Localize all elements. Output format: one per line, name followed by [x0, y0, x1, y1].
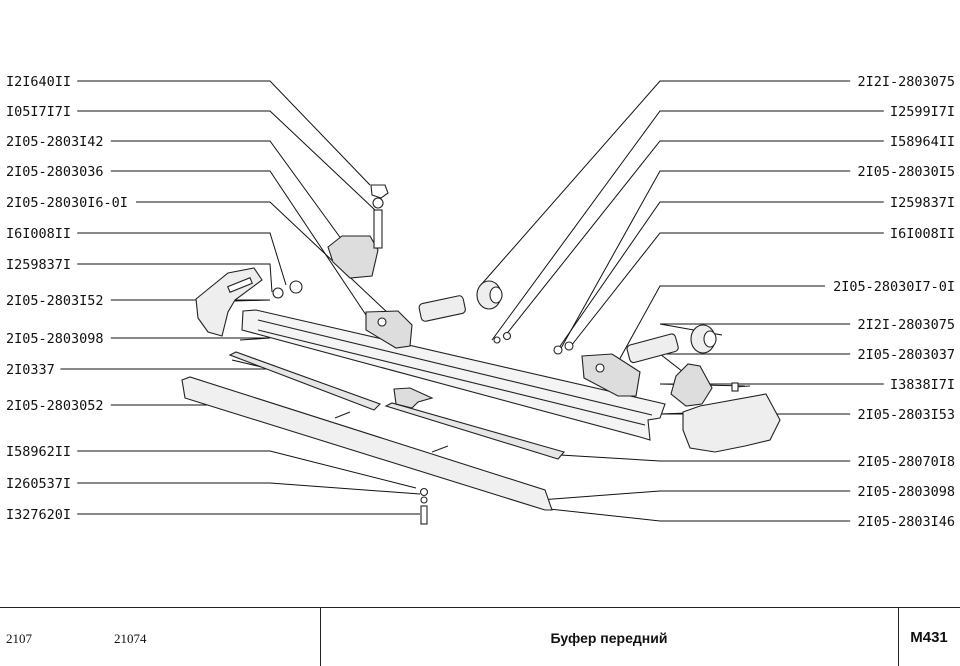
- washer: [372, 197, 384, 209]
- right-end-cap: [682, 393, 781, 453]
- right-rubber-bush-inner: [703, 330, 717, 348]
- callout-label-right: I6I008II: [890, 226, 955, 242]
- left-rubber-bush-inner: [489, 286, 503, 304]
- right-side-bracket: [670, 363, 713, 407]
- callout-label-left: 2I05-2803052: [6, 398, 104, 414]
- callout-label-right: 2I05-28030I7-0I: [833, 279, 955, 295]
- leader-line-left: [110, 140, 343, 241]
- callout-label-left: I327620I: [6, 507, 71, 523]
- bumper-beam-edge-lower: [257, 329, 646, 426]
- left-support-tube: [418, 295, 466, 322]
- diagram-title: Буфер передний: [550, 630, 668, 646]
- leader-line-left: [77, 110, 376, 211]
- leader-line-right: [659, 383, 884, 387]
- bottom-bolt: [420, 505, 428, 525]
- bumper-beam-edge: [257, 319, 653, 416]
- leader-line-right: [559, 170, 851, 351]
- leader-line-left: [77, 232, 287, 286]
- small-washer-left: [272, 287, 284, 299]
- callout-label-left: I259837I: [6, 257, 71, 273]
- leader-line-right: [539, 507, 851, 522]
- callout-label-left: 2I05-2803098: [6, 331, 104, 347]
- callout-label-left: I6I008II: [6, 226, 71, 242]
- leader-line-right: [479, 80, 851, 287]
- bottom-nut: [420, 496, 428, 504]
- left-trim-screw: [334, 411, 351, 419]
- leader-line-left: [77, 80, 371, 186]
- callout-label-right: 2I05-2803I53: [857, 407, 955, 423]
- callout-label-left: 2I05-2803I52: [6, 293, 104, 309]
- left-mount-hole: [377, 317, 387, 327]
- left-lock-washer: [493, 336, 501, 344]
- diagram-code: M431: [910, 629, 948, 646]
- leader-line-left: [110, 337, 271, 341]
- leader-line-right: [570, 232, 884, 347]
- right-mount-bracket: [581, 353, 641, 397]
- callout-label-right: 2I05-28030I5: [857, 164, 955, 180]
- model-number-alt: 21074: [114, 631, 147, 646]
- leader-line-right: [617, 285, 825, 363]
- callout-label-left: I58962II: [6, 444, 71, 460]
- callout-label-right: I2599I7I: [890, 104, 955, 120]
- bottom-washer: [419, 487, 429, 497]
- callout-label-right: 2I05-28070I8: [857, 454, 955, 470]
- lower-trim-strip: [181, 376, 553, 511]
- small-nut-left: [289, 280, 303, 294]
- left-mount-bracket: [365, 310, 413, 349]
- callout-label-left: 2I05-2803I42: [6, 134, 104, 150]
- callout-label-left: 2I05-2803036: [6, 164, 104, 180]
- right-rubber-strip: [384, 402, 565, 460]
- upper-bolt: [373, 209, 383, 249]
- leader-line-right: [504, 140, 884, 337]
- right-screw-head: [731, 382, 739, 392]
- leader-line-left: [77, 450, 417, 489]
- callout-label-right: I259837I: [890, 195, 955, 211]
- leader-line-left: [77, 263, 273, 293]
- callout-label-left: 2I0337: [6, 362, 55, 378]
- leader-line-left: [110, 299, 271, 303]
- right-bush-nut: [564, 341, 574, 351]
- center-bracket: [393, 387, 434, 409]
- leader-line-right: [491, 110, 884, 341]
- callout-label-right: 2I05-2803098: [857, 484, 955, 500]
- left-bush-nut: [502, 331, 512, 341]
- upper-left-bracket: [327, 235, 379, 279]
- right-support-tube: [626, 333, 679, 364]
- parts-drawing: [181, 184, 781, 525]
- upper-nut: [370, 184, 389, 199]
- callout-label-left: I2I640II: [6, 74, 71, 90]
- callout-label-right: 2I05-2803I46: [857, 514, 955, 530]
- model-number: 2107: [6, 631, 32, 646]
- title-block-divider: [320, 607, 321, 666]
- leader-line-right: [555, 201, 884, 353]
- leader-lines: I2I640II I05I7I7I 2I05-2803I42 2I05-2803036…: [6, 74, 955, 530]
- leader-line-right: [659, 323, 851, 336]
- callout-label-left: 2I05-28030I6-0I: [6, 195, 128, 211]
- leader-line-right: [559, 454, 851, 462]
- leader-line-left: [136, 201, 407, 331]
- left-rubber-strip: [228, 351, 382, 411]
- leader-line-left: [110, 170, 367, 316]
- callout-label-right: I58964II: [890, 134, 955, 150]
- leader-line-right: [539, 490, 851, 501]
- callout-label-right: 2I2I-2803075: [857, 74, 955, 90]
- title-block: 2107 21074 Буфер передний M431: [0, 607, 960, 666]
- right-lock-washer: [553, 345, 563, 355]
- right-mount-hole: [595, 363, 605, 373]
- title-block-rule: [0, 607, 960, 608]
- leader-line-left: [60, 359, 271, 370]
- callout-label-right: 2I2I-2803075: [857, 317, 955, 333]
- title-block-divider: [898, 607, 899, 666]
- callout-label-right: 2I05-2803037: [857, 347, 955, 363]
- callout-label-left: I05I7I7I: [6, 104, 71, 120]
- callout-label-right: I3838I7I: [890, 377, 955, 393]
- center-trim-screw: [431, 445, 449, 453]
- end-cap-slot: [227, 277, 253, 293]
- leader-line-left: [77, 482, 421, 495]
- callout-label-left: I260537I: [6, 476, 71, 492]
